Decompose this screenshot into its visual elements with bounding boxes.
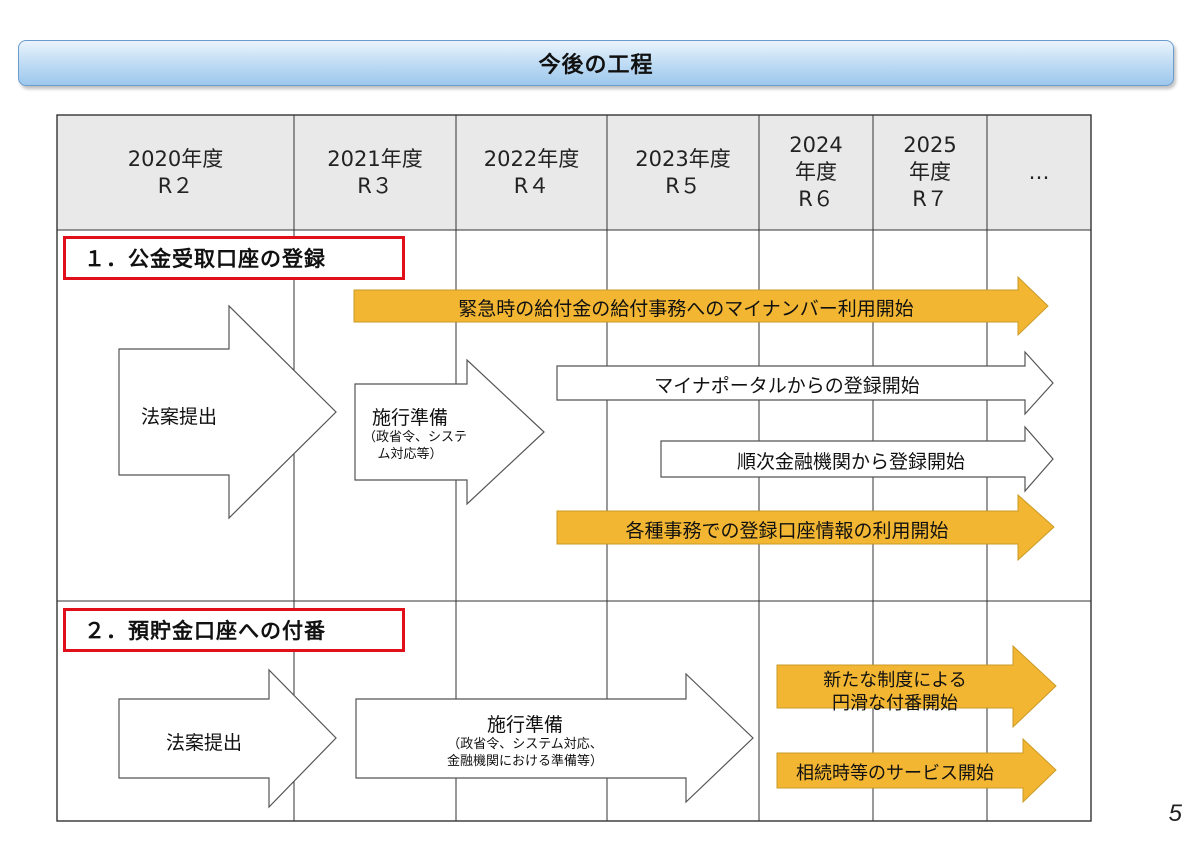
prep-note-1b: ム対応等）: [377, 447, 443, 462]
emergency-arrow: [353, 275, 1049, 337]
inheritance-arrow: [776, 737, 1057, 804]
prep-arrow-2: [355, 672, 754, 804]
usage-arrow: [556, 493, 1055, 562]
prep-arrow-1: [354, 358, 545, 506]
prep-title-2: 施行準備: [486, 714, 563, 736]
prep-note-2a: （政省令、システム対応、: [447, 737, 603, 752]
section-2-label: ２．預貯金口座への付番: [63, 608, 405, 652]
banks-label: 順次金融機関から登録開始: [736, 451, 965, 473]
usage-label: 各種事務での登録口座情報の利用開始: [625, 520, 949, 542]
law-label-2: 法案提出: [165, 732, 242, 754]
page-number: 5: [1168, 800, 1182, 827]
prep-note-2b: 金融機関における準備等）: [446, 754, 603, 769]
law-arrow-2: [118, 668, 337, 809]
header-more: …: [1028, 160, 1050, 184]
section-1-label: １．公金受取口座の登録: [63, 236, 405, 280]
law-arrow-1: [118, 304, 337, 520]
new-system-label-1: 新たな制度による: [823, 670, 967, 691]
prep-title-1: 施行準備: [371, 407, 448, 429]
title-bar: 今後の工程: [18, 40, 1174, 86]
new-system-arrow: [776, 644, 1057, 729]
page-title: 今後の工程: [538, 53, 654, 78]
new-system-label-2: 円滑な付番開始: [832, 693, 958, 714]
inheritance-label: 相続時等のサービス開始: [796, 763, 994, 784]
prep-note-1a: （政省令、システ: [362, 430, 467, 445]
banks-arrow: [660, 425, 1054, 493]
portal-label: マイナポータルからの登録開始: [654, 375, 920, 397]
law-label-1: 法案提出: [140, 406, 217, 428]
emergency-label: 緊急時の給付金の給付事務へのマイナンバー利用開始: [458, 298, 914, 320]
portal-arrow: [556, 350, 1054, 416]
